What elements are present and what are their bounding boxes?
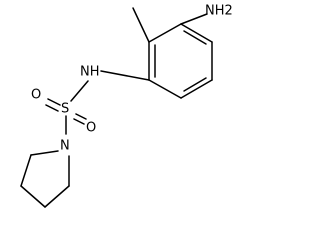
oxygen-left-label: O	[31, 88, 41, 103]
ring-nh-bond	[100, 70, 150, 81]
s-o-right-double-bond	[73, 113, 87, 125]
benzene-ring	[148, 23, 213, 99]
nh-s-bond	[70, 80, 89, 102]
ring-nitrogen-label: N	[60, 139, 70, 154]
amine-label: NH2	[205, 4, 233, 19]
oxygen-right-label: O	[86, 121, 96, 136]
amine-bond	[180, 13, 208, 25]
amide-nh-label: NH	[80, 65, 100, 80]
s-o-left-double-bond	[45, 98, 61, 112]
sulfur-label: S	[61, 102, 69, 117]
chemical-structure-diagram: NH2 NH S O O N	[20, 4, 233, 208]
methyl-bond	[132, 7, 150, 43]
pyrrolidine-ring	[20, 150, 70, 208]
